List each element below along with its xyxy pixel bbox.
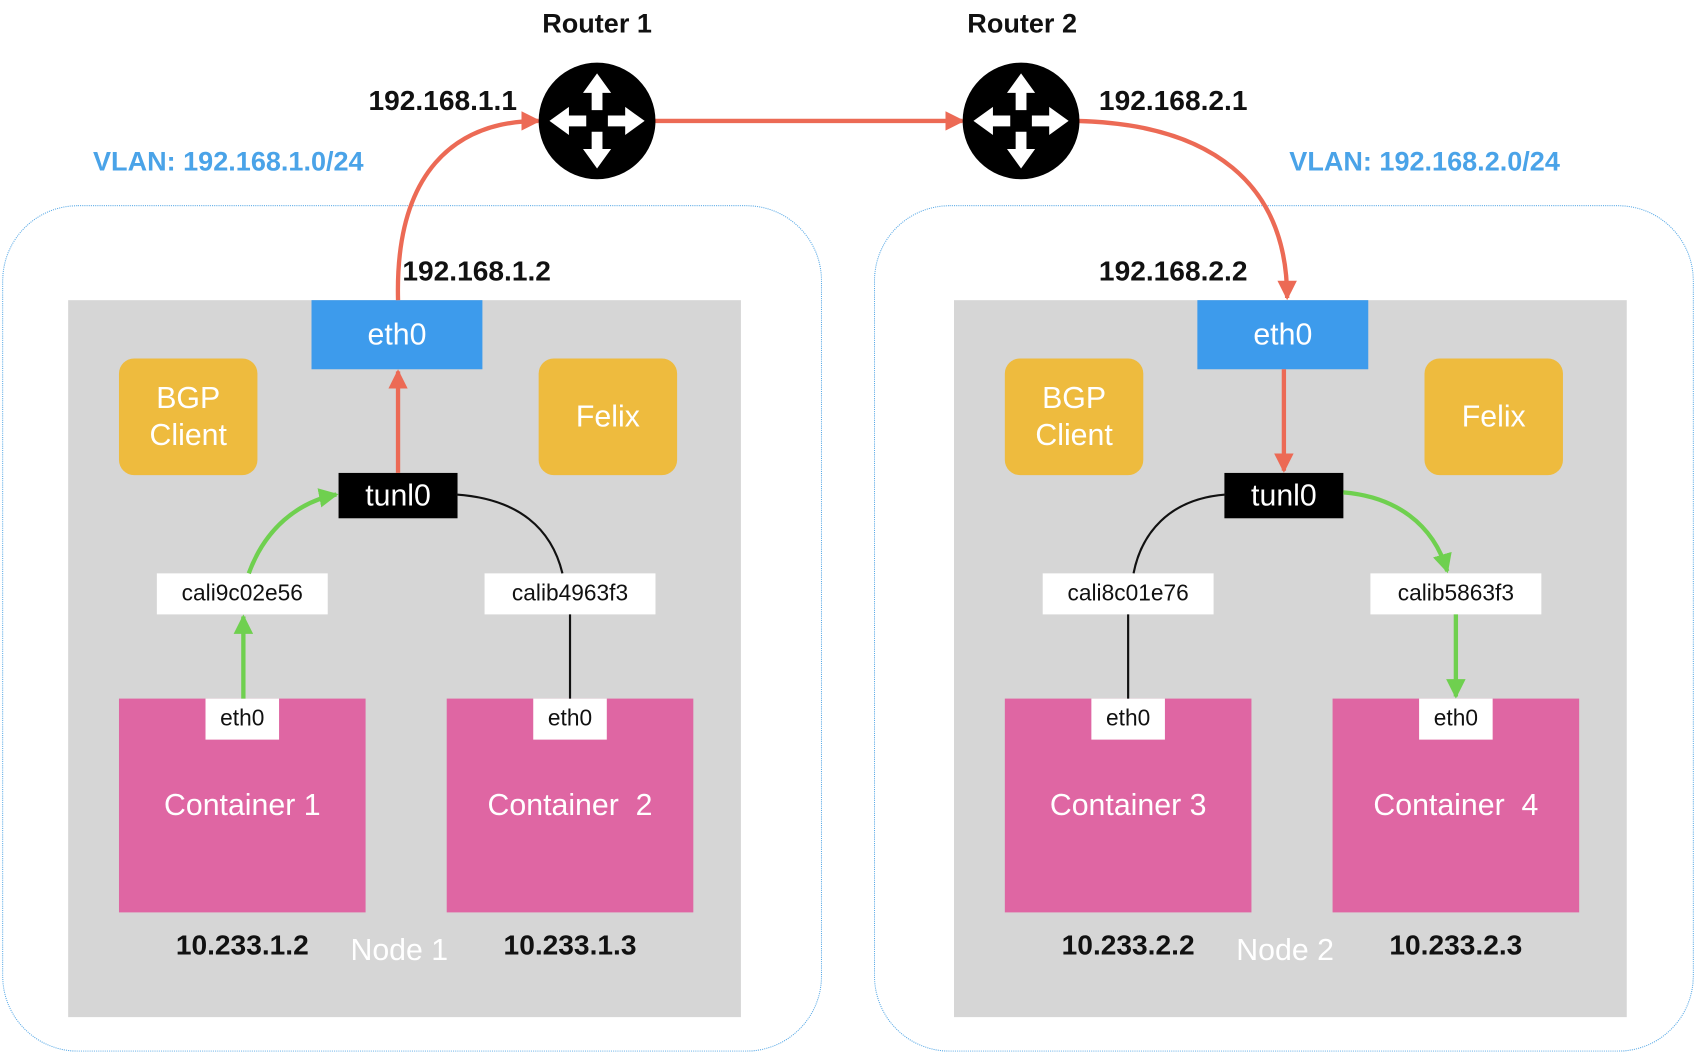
- container-3-eth0: eth0: [1091, 698, 1165, 740]
- router-1-label: Router 1: [542, 8, 652, 39]
- container-4-ip: 10.233.2.3: [1389, 928, 1523, 961]
- vlan-2-boundary: [873, 205, 1694, 1052]
- node-2-felix: Felix: [1424, 358, 1563, 476]
- node-1-cali-1: cali9c02e56: [156, 573, 328, 615]
- link-tunl0-cali-1-node2: [1132, 493, 1226, 574]
- vlan-1-label: VLAN: 192.168.1.0/24: [93, 146, 364, 178]
- node-1-felix: Felix: [538, 358, 678, 476]
- node-1-host-eth0: eth0: [311, 300, 483, 370]
- node-2-cali-2: calib5863f3: [1370, 573, 1542, 615]
- router-1-ip: 192.168.1.1: [368, 84, 518, 117]
- node-2-bgp-client: BGP Client: [1004, 358, 1144, 476]
- container-3-ip: 10.233.2.2: [1061, 928, 1195, 961]
- green-arrow-tunl0-cali: [1343, 490, 1452, 574]
- router-2-label: Router 2: [967, 8, 1077, 39]
- link-tunl0-cali-2-node1: [456, 493, 564, 574]
- node-2-cali-1: cali8c01e76: [1042, 573, 1214, 615]
- container-2-eth0: eth0: [533, 698, 607, 740]
- container-4-eth0: eth0: [1419, 698, 1493, 740]
- container-1-ip: 10.233.1.2: [175, 928, 309, 961]
- router-2-ip: 192.168.2.1: [1098, 84, 1248, 117]
- node-2-label: Node 2: [1236, 932, 1334, 967]
- node-2-host-ip: 192.168.2.2: [1098, 254, 1248, 288]
- node-1-cali-2: calib4963f3: [484, 573, 656, 615]
- node-2-host-eth0: eth0: [1197, 300, 1369, 370]
- container-2-ip: 10.233.1.3: [503, 928, 637, 961]
- red-arrow-router2-eth0: [1077, 118, 1297, 301]
- container-1-eth0: eth0: [205, 698, 280, 740]
- node-1-label: Node 1: [350, 932, 449, 967]
- node-1-host-ip: 192.168.1.2: [402, 254, 551, 288]
- red-arrow-eth0-router1: [395, 111, 541, 301]
- green-arrow-cali-tunl0: [246, 488, 339, 575]
- container-3: Container 3: [1004, 698, 1252, 913]
- node-1-bgp-client: BGP Client: [118, 358, 258, 476]
- router-1-icon: [538, 62, 656, 180]
- node-1-tunl0: tunl0: [338, 472, 458, 519]
- router-2-icon: [962, 62, 1080, 180]
- node-2-tunl0: tunl0: [1224, 472, 1344, 519]
- vlan-2-label: VLAN: 192.168.2.0/24: [1289, 146, 1560, 178]
